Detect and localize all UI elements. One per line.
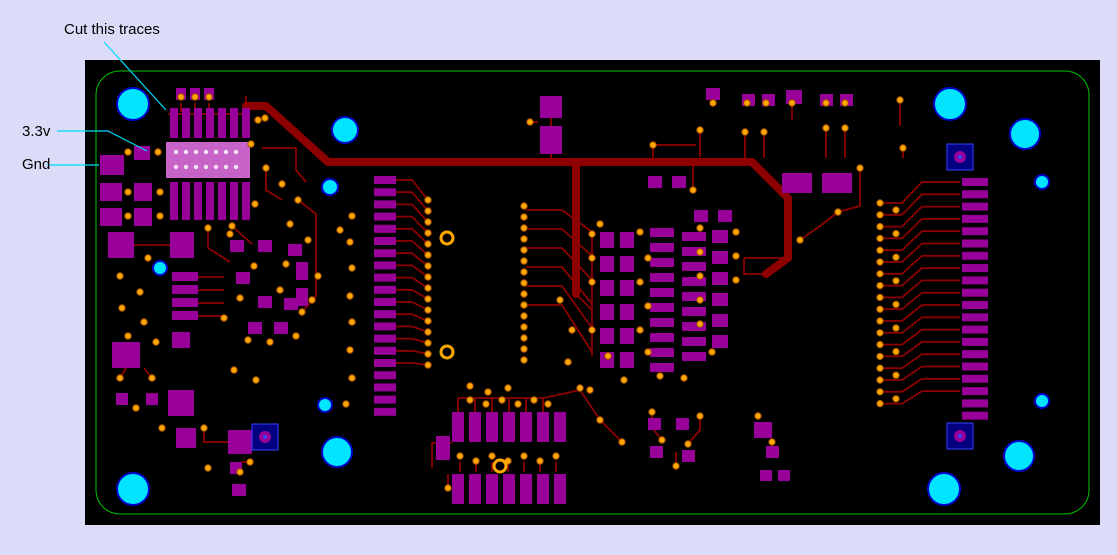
mounting-holes bbox=[116, 87, 1050, 506]
vias bbox=[116, 93, 907, 492]
annotation-leader-lines bbox=[47, 41, 167, 166]
annotation-gnd-rail: Gnd bbox=[22, 156, 51, 173]
component-pads bbox=[100, 88, 988, 504]
copper-traces bbox=[119, 96, 960, 488]
blue-connector-pads bbox=[251, 143, 974, 451]
annotation-3v3-rail: 3.3v bbox=[22, 123, 51, 140]
socket-component bbox=[166, 142, 250, 178]
annotation-cut-traces: Cut this traces bbox=[64, 21, 160, 38]
